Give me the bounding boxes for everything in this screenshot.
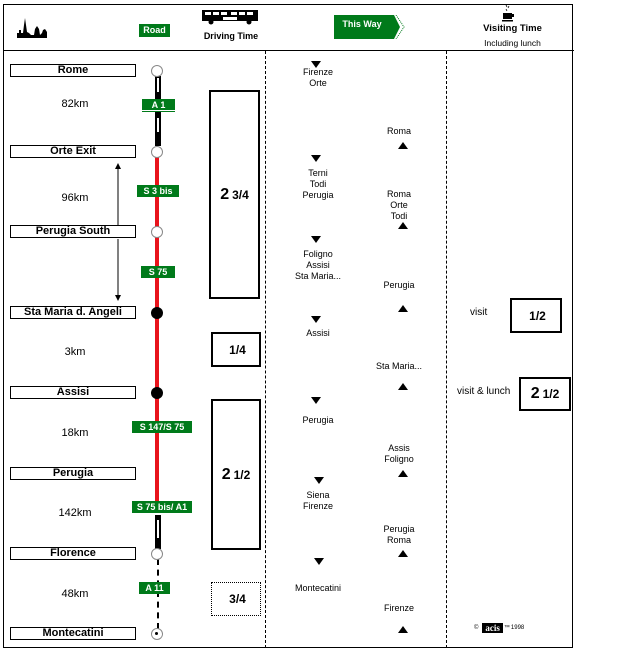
distance-label: 96km <box>61 192 89 204</box>
visit-time-box: 1/2 <box>510 298 562 333</box>
road-legend-badge: Road <box>139 24 170 37</box>
brand-logo: acis <box>482 623 503 633</box>
driving-time-box-optional: 3/4 <box>211 582 261 616</box>
driving-time-hours: 2 <box>220 185 230 203</box>
visit-time-hours: 2 <box>530 385 540 402</box>
visit-time-fraction: 1/2 <box>542 387 560 401</box>
copyright-year: 1998 <box>510 625 525 631</box>
copyright-symbol: © <box>474 625 479 631</box>
distance-label: 48km <box>61 588 89 600</box>
outbound-direction: Perugia <box>302 415 334 425</box>
column-divider-visiting <box>446 51 447 648</box>
return-direction: Sta Maria... <box>375 361 422 371</box>
road-tag: A 1 <box>142 99 175 111</box>
direction-down-icon <box>311 316 321 323</box>
visit-label: visit & lunch <box>457 386 511 397</box>
outbound-direction: Montecatini <box>294 583 342 593</box>
return-direction: Roma Orte Todi <box>386 189 411 221</box>
direction-down-icon <box>314 558 324 565</box>
distance-label: 82km <box>61 98 89 110</box>
stop-node-open <box>151 226 163 238</box>
outbound-direction: Firenze Orte <box>302 67 333 88</box>
distance-label: 3km <box>64 346 86 358</box>
distance-span-arrow <box>115 163 121 301</box>
stop-label: Florence <box>10 547 136 560</box>
stop-label: Perugia <box>10 467 136 480</box>
outbound-direction: Terni Todi Perugia <box>302 168 334 200</box>
stop-label: Montecatini <box>10 627 136 640</box>
copyright-footer: © acis ™ 1998 <box>474 623 524 633</box>
stop-node-filled <box>151 387 163 399</box>
road-tag: S 3 bis <box>137 185 179 197</box>
direction-up-icon <box>398 305 408 312</box>
visit-label: visit <box>470 307 488 318</box>
driving-time-fraction: 3/4 <box>232 187 249 202</box>
return-direction: Firenze <box>383 603 414 613</box>
visit-time-fraction: 1/2 <box>529 308 546 323</box>
visit-time-box: 2 1/2 <box>519 377 571 411</box>
direction-up-icon <box>398 550 408 557</box>
driving-time-fraction: 3/4 <box>229 592 246 606</box>
outbound-direction: Assisi <box>306 328 330 338</box>
route-segment-red <box>155 157 159 507</box>
direction-down-icon <box>311 236 321 243</box>
visiting-time-header: Visiting Time <box>483 23 542 34</box>
driving-time-fraction: 1/2 <box>233 467 251 482</box>
route-segment-detail <box>157 520 159 538</box>
this-way-arrow: This Way <box>334 14 406 44</box>
driving-time-box: 2 3/4 <box>209 90 260 299</box>
driving-time-box: 1/4 <box>211 332 261 367</box>
road-tag: S 75 bis/ A1 <box>132 501 192 513</box>
direction-down-icon <box>311 61 321 68</box>
trademark-symbol: ™ <box>503 625 510 631</box>
direction-up-icon <box>398 142 408 149</box>
driving-time-box: 2 1/2 <box>211 399 261 550</box>
road-tag: A 11 <box>139 582 170 594</box>
stop-label: Sta Maria d. Angeli <box>10 306 136 319</box>
return-direction: Assis Foligno <box>384 443 414 464</box>
stop-label: Assisi <box>10 386 136 399</box>
direction-up-icon <box>398 626 408 633</box>
stop-label: Perugia South <box>10 225 136 238</box>
this-way-label: This Way <box>342 19 382 29</box>
stop-label: Orte Exit <box>10 145 136 158</box>
return-direction: Roma <box>386 126 411 136</box>
column-divider-directions <box>265 51 266 648</box>
direction-up-icon <box>398 470 408 477</box>
stop-node-filled <box>151 307 163 319</box>
return-direction: Perugia <box>383 280 415 290</box>
direction-up-icon <box>398 222 408 229</box>
road-tag: S 147/S 75 <box>132 421 192 433</box>
stop-node-end <box>151 628 163 640</box>
stop-node-open <box>151 65 163 77</box>
stop-label: Rome <box>10 64 136 77</box>
city-skyline-icon <box>17 18 47 38</box>
including-lunch-subheader: Including lunch <box>484 38 541 48</box>
driving-time-hours: 2 <box>221 465 231 483</box>
driving-time-header: Driving Time <box>203 31 259 41</box>
route-segment-detail <box>157 78 159 92</box>
stop-node-open <box>151 146 163 158</box>
direction-up-icon <box>398 383 408 390</box>
return-direction: Perugia Roma <box>383 524 415 545</box>
coffee-cup-icon <box>502 5 514 22</box>
outbound-direction: Foligno Assisi Sta Maria... <box>294 249 341 281</box>
distance-label: 18km <box>61 427 89 439</box>
stop-node-open <box>151 548 163 560</box>
route-segment-detail <box>157 118 159 132</box>
direction-down-icon <box>311 155 321 162</box>
road-tag: S 75 <box>141 266 175 278</box>
distance-label: 142km <box>58 507 92 519</box>
direction-down-icon <box>314 477 324 484</box>
diagram-frame <box>3 4 573 648</box>
direction-down-icon <box>311 397 321 404</box>
outbound-direction: Siena Firenze <box>302 490 333 511</box>
bus-icon <box>202 10 258 25</box>
driving-time-fraction: 1/4 <box>229 342 246 357</box>
route-segment-dashed <box>157 559 159 629</box>
route-segment-motorway <box>155 76 161 146</box>
header-divider <box>3 50 574 51</box>
